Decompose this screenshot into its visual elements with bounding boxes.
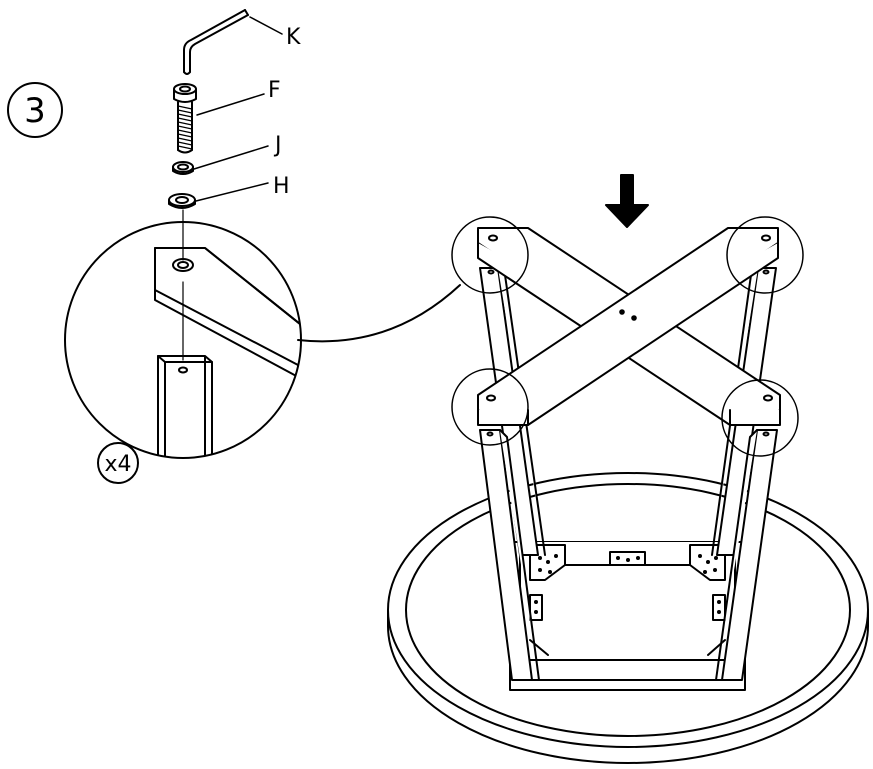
label-j: J <box>273 133 282 158</box>
detail-magnifier <box>64 221 302 459</box>
label-h: H <box>273 174 290 199</box>
flat-washer-part-h <box>168 193 196 209</box>
apron-frame <box>509 541 746 691</box>
quantity-badge: x4 <box>97 442 139 484</box>
label-k: K <box>286 25 301 50</box>
step-badge: 3 <box>7 82 63 138</box>
detail-connector <box>297 284 461 343</box>
cross-frame <box>477 227 781 437</box>
quantity-text: x4 <box>104 452 131 477</box>
leader-j <box>193 145 269 170</box>
joint-highlights <box>451 216 804 457</box>
hex-key-part-k <box>183 9 249 75</box>
leader-h <box>195 182 269 202</box>
leader-f <box>196 93 265 116</box>
bolt-part-f <box>173 83 197 154</box>
arrow-down-icon <box>605 174 649 228</box>
label-f: F <box>268 78 281 103</box>
lock-washer-part-j <box>172 161 194 175</box>
leader-k <box>249 16 283 35</box>
step-number: 3 <box>24 91 46 131</box>
